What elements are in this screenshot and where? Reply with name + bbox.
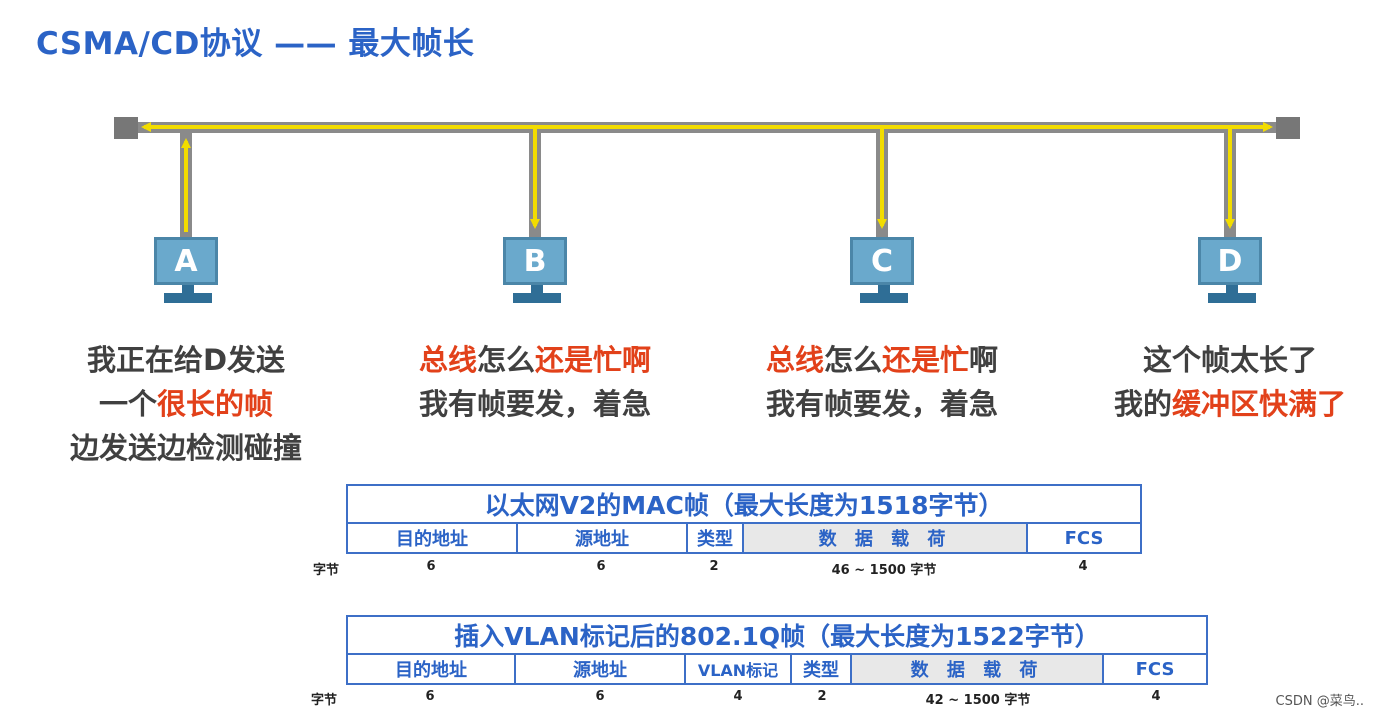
frame2-bytes-fcs: 4 [1151, 689, 1161, 704]
frame2-bytes-row: 字节 6 6 4 2 42 ~ 1500 字节 4 [0, 689, 1378, 708]
frame1-field-type: 类型 [686, 522, 744, 554]
speech-d-line-2: 我的缓冲区快满了 [1113, 387, 1347, 421]
frame2-field-dest: 目的地址 [346, 653, 516, 685]
computer-a: A [151, 237, 227, 307]
ethernet-v2-frame-table: 以太网V2的MAC帧（最大长度为1518字节） 目的地址 源地址 类型 数 据 … [345, 484, 1143, 554]
computer-a-screen: A [154, 237, 218, 285]
frame1-bytes-fcs: 4 [1078, 559, 1088, 574]
frame2-bytes-payload: 42 ~ 1500 字节 [925, 693, 1031, 708]
computer-b: B [500, 237, 576, 307]
speech-b: 总线怎么还是忙啊 我有帧要发，着急 [375, 338, 695, 426]
speech-a-line-3: 边发送边检测碰撞 [69, 431, 302, 465]
frame2-bytes-dest: 6 [425, 689, 435, 704]
frame2-field-fcs: FCS [1101, 653, 1209, 685]
computer-c: C [847, 237, 923, 307]
frame1-bytes-dest: 6 [426, 559, 436, 574]
speech-a-line-1: 我正在给D发送 [86, 343, 286, 377]
computer-d: D [1195, 237, 1271, 307]
frame1-bytes-src: 6 [596, 559, 606, 574]
speech-d: 这个帧太长了 我的缓冲区快满了 [1070, 338, 1378, 426]
frame1-field-payload: 数 据 载 荷 [742, 522, 1028, 554]
frame2-bytes-src: 6 [595, 689, 605, 704]
speech-b-line-1: 总线怎么还是忙啊 [418, 343, 652, 377]
frame2-bytes-type: 2 [817, 689, 827, 704]
speech-c-line-1: 总线怎么还是忙啊 [765, 343, 999, 377]
watermark: CSDN @菜鸟.. [1275, 694, 1364, 709]
frame2-title: 插入VLAN标记后的802.1Q帧（最大长度为1522字节） [345, 615, 1209, 655]
computer-d-screen: D [1198, 237, 1262, 285]
speech-b-line-2: 我有帧要发，着急 [418, 387, 651, 421]
frame2-field-payload: 数 据 载 荷 [850, 653, 1104, 685]
computer-c-screen: C [850, 237, 914, 285]
frame2-bytes-vlan: 4 [733, 689, 743, 704]
frame1-field-src: 源地址 [516, 522, 688, 554]
frame2-bytes-label: 字节 [310, 693, 338, 708]
speech-c-line-2: 我有帧要发，着急 [765, 387, 998, 421]
frame1-bytes-payload: 46 ~ 1500 字节 [831, 563, 937, 578]
bus-terminator-right [1276, 117, 1300, 139]
vlan-8021q-frame-table: 插入VLAN标记后的802.1Q帧（最大长度为1522字节） 目的地址 源地址 … [345, 615, 1209, 685]
frame1-field-dest: 目的地址 [346, 522, 518, 554]
speech-a: 我正在给D发送 一个很长的帧 边发送边检测碰撞 [26, 338, 346, 470]
frame2-field-type: 类型 [790, 653, 852, 685]
frame1-bytes-label: 字节 [312, 563, 340, 578]
bus-terminator-left [114, 117, 138, 139]
speech-d-line-1: 这个帧太长了 [1142, 343, 1317, 377]
frame1-title: 以太网V2的MAC帧（最大长度为1518字节） [345, 484, 1143, 524]
speech-a-line-2: 一个很长的帧 [98, 387, 274, 421]
frame1-bytes-type: 2 [709, 559, 719, 574]
frame2-field-vlan: VLAN标记 [684, 653, 792, 685]
frame2-field-src: 源地址 [514, 653, 686, 685]
frame1-bytes-row: 字节 6 6 2 46 ~ 1500 字节 4 [0, 559, 1378, 578]
page-title: CSMA/CD协议 —— 最大帧长 [36, 26, 475, 62]
frame1-field-fcs: FCS [1025, 522, 1143, 554]
computer-b-screen: B [503, 237, 567, 285]
speech-c: 总线怎么还是忙啊 我有帧要发，着急 [722, 338, 1042, 426]
